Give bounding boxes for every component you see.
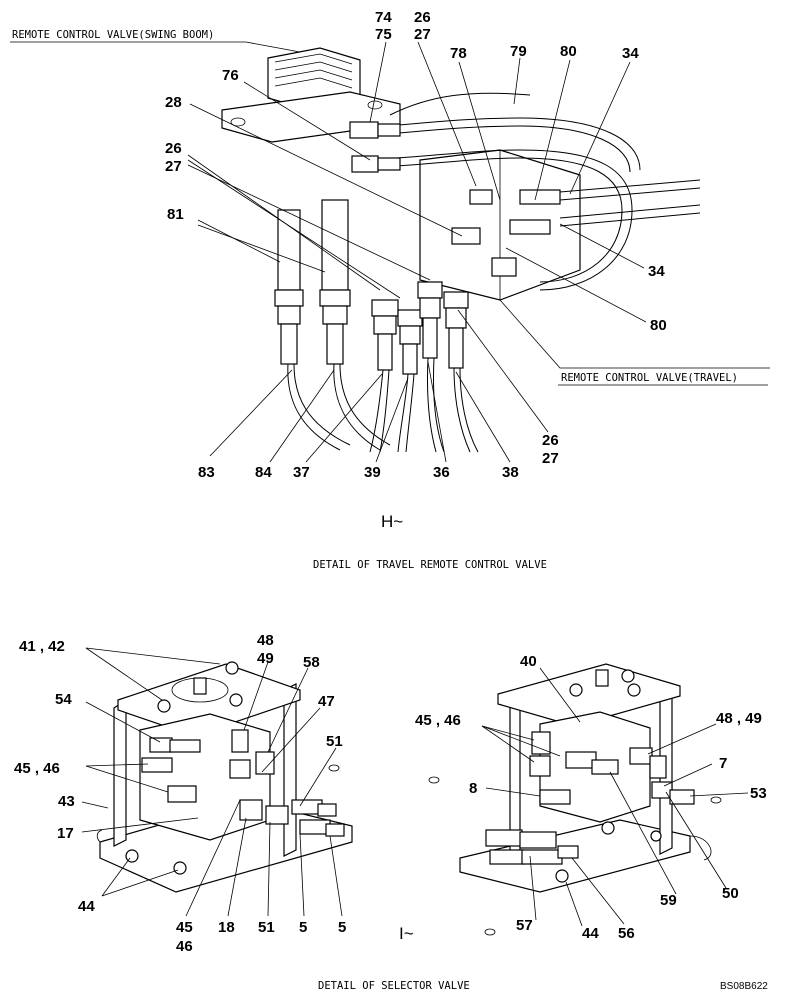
label-83: 83 [198,464,215,481]
label-49: 49 [257,650,274,667]
labels-lower-left: 41 , 42 48 49 58 54 47 45 , 46 51 43 17 … [14,632,346,955]
caption-travel-valve: REMOTE CONTROL VALVE(TRAVEL) [561,372,738,384]
top-plate-right [497,663,681,727]
bracket-left [113,698,127,847]
label-28: 28 [165,94,182,111]
label-74: 74 [375,9,392,26]
label-8: 8 [469,780,477,797]
label-17: 17 [57,825,74,842]
label-18: 18 [218,919,235,936]
label-34: 34 [648,263,665,280]
selector-valve-right-drawing: 40 45 , 46 48 , 49 7 8 53 59 50 57 44 56 [415,653,767,942]
label-46: 46 [176,938,193,955]
fitting-74 [349,121,379,139]
label-44: 44 [78,898,95,915]
caption-swing-boom: REMOTE CONTROL VALVE(SWING BOOM) [12,29,214,41]
label-27: 27 [542,450,559,467]
leader-lines-lower-left [81,647,343,917]
label-41-42: 41 , 42 [19,638,65,655]
fitting-34 [469,189,493,205]
label-44: 44 [582,925,599,942]
travel-valve-drawing: REMOTE CONTROL VALVE(SWING BOOM) [10,9,770,571]
label-45-46: 45 , 46 [14,760,60,777]
labels-lower-right: 40 45 , 46 48 , 49 7 8 53 59 50 57 44 56 [415,653,767,942]
label-7: 7 [719,755,727,772]
label-84: 84 [255,464,272,481]
label-26: 26 [542,432,559,449]
view-reference-h: H~ [381,512,403,531]
label-27: 27 [414,26,431,43]
label-57: 57 [516,917,533,934]
label-27: 27 [165,158,182,175]
label-39: 39 [364,464,381,481]
label-56: 56 [618,925,635,942]
label-48-49: 48 , 49 [716,710,762,727]
label-58: 58 [303,654,320,671]
label-59: 59 [660,892,677,909]
label-76: 76 [222,67,239,84]
label-80: 80 [560,43,577,60]
label-40: 40 [520,653,537,670]
label-78: 78 [450,45,467,62]
label-43: 43 [58,793,75,810]
label-5: 5 [299,919,307,936]
label-51: 51 [258,919,275,936]
label-26: 26 [414,9,431,26]
fitting-80 [451,227,481,245]
drawing-code: BS08B622 [720,981,768,992]
label-38: 38 [502,464,519,481]
label-81: 81 [167,206,184,223]
label-51: 51 [326,733,343,750]
label-80: 80 [650,317,667,334]
label-45: 45 [176,919,193,936]
label-45-46: 45 , 46 [415,712,461,729]
leader-swing-boom [245,41,301,53]
label-48: 48 [257,632,274,649]
label-75: 75 [375,26,392,43]
label-53: 53 [750,785,767,802]
label-47: 47 [318,693,335,710]
label-54: 54 [55,691,72,708]
hose-pair-right [559,179,701,193]
caption-detail-travel: DETAIL OF TRAVEL REMOTE CONTROL VALVE [313,559,547,571]
label-34: 34 [622,45,639,62]
label-37: 37 [293,464,310,481]
vertical-hoses [274,199,469,375]
label-26: 26 [165,140,182,157]
label-50: 50 [722,885,739,902]
top-plate-left [117,663,301,737]
hose-78 [359,117,641,171]
leader-travel-valve [499,299,770,369]
leader-lines-lower-right [481,667,749,927]
label-79: 79 [510,43,527,60]
leader-lines-upper [187,41,647,463]
selector-valve-left-drawing: 41 , 42 48 49 58 54 47 45 , 46 51 43 17 … [14,632,353,955]
view-reference-i: I~ [399,924,414,943]
caption-detail-selector: DETAIL OF SELECTOR VALVE [318,980,470,992]
labels-upper: 74 75 26 27 78 79 80 34 76 28 26 27 81 3… [165,9,667,481]
label-5: 5 [338,919,346,936]
label-36: 36 [433,464,450,481]
